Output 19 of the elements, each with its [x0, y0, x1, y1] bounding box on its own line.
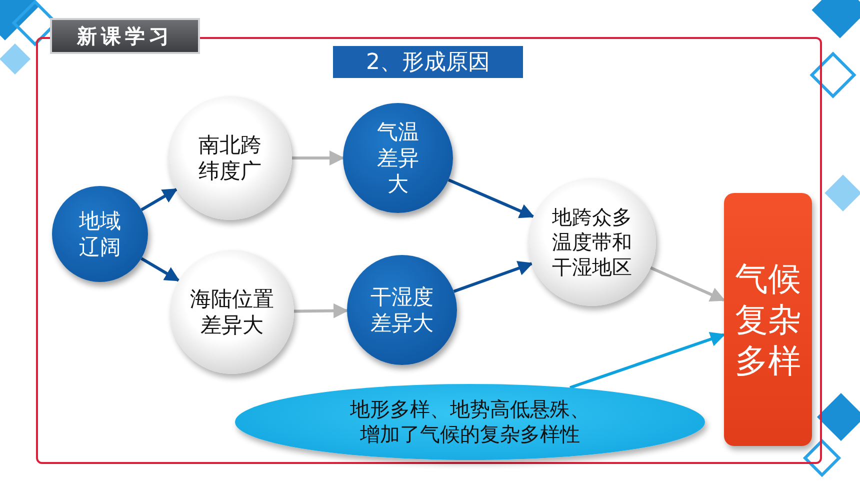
bubble-text: 地域辽阔 — [78, 208, 122, 260]
arrow — [570, 332, 726, 390]
arrow — [140, 257, 180, 282]
bubble-text: 干湿度差异大 — [370, 284, 434, 336]
arrow — [650, 266, 726, 302]
bubble-text: 南北跨纬度广 — [198, 132, 262, 184]
result-box — [724, 193, 812, 446]
section-tab: 新课学习 — [50, 18, 200, 54]
arrow — [294, 303, 348, 318]
title-bar: 2、形成原因 — [333, 46, 523, 78]
bubble-text: 海陆位置差异大 — [189, 286, 275, 338]
bubble-text: 地形多样、地势高低悬殊、增加了气候的复杂多样性 — [349, 397, 591, 447]
arrow — [453, 261, 534, 293]
bubble-text: 地跨众多温度带和干湿地区 — [551, 204, 633, 280]
arrow — [448, 178, 535, 218]
bubble-text: 气候复杂多样 — [734, 258, 802, 382]
bubble-text: 气温差异大 — [376, 118, 420, 198]
arrow — [292, 150, 344, 166]
arrow — [140, 188, 178, 212]
